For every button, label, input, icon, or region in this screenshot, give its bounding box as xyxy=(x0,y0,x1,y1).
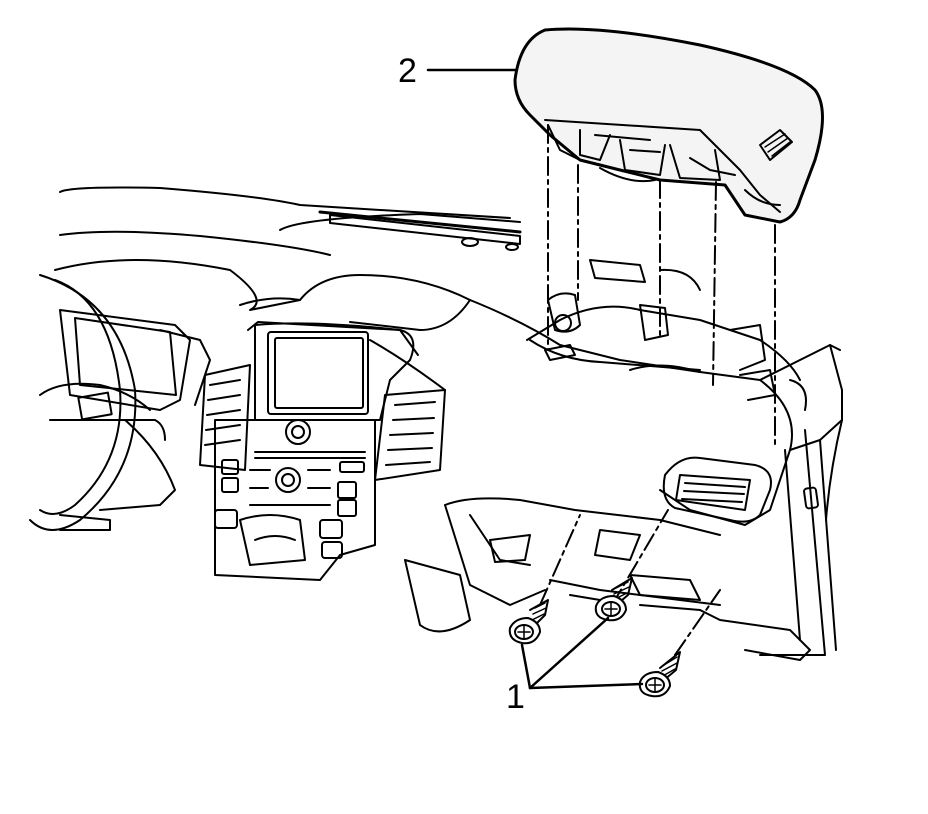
panel-mount-area xyxy=(526,259,807,411)
screw-2 xyxy=(594,577,633,622)
center-stack xyxy=(199,321,446,581)
display-screen xyxy=(267,331,369,415)
screw-1 xyxy=(508,599,549,645)
upper-trim-panel xyxy=(513,27,824,224)
passenger-vent xyxy=(662,456,772,523)
lower-panel-opening xyxy=(404,497,811,661)
leader-1c xyxy=(528,682,644,690)
screw-3 xyxy=(638,651,681,698)
callout-number-2: 2 xyxy=(398,52,417,90)
volume-knob xyxy=(285,419,311,445)
leader-1b xyxy=(528,616,610,690)
alignment-lines xyxy=(539,124,776,656)
leader-1a xyxy=(520,643,532,690)
tuning-knob xyxy=(275,467,301,493)
steering-wheel xyxy=(29,274,176,531)
instrument-panel xyxy=(54,186,843,656)
callout-number-1: 1 xyxy=(506,678,525,716)
instrument-cluster xyxy=(59,309,211,421)
leader-lines xyxy=(426,68,644,690)
